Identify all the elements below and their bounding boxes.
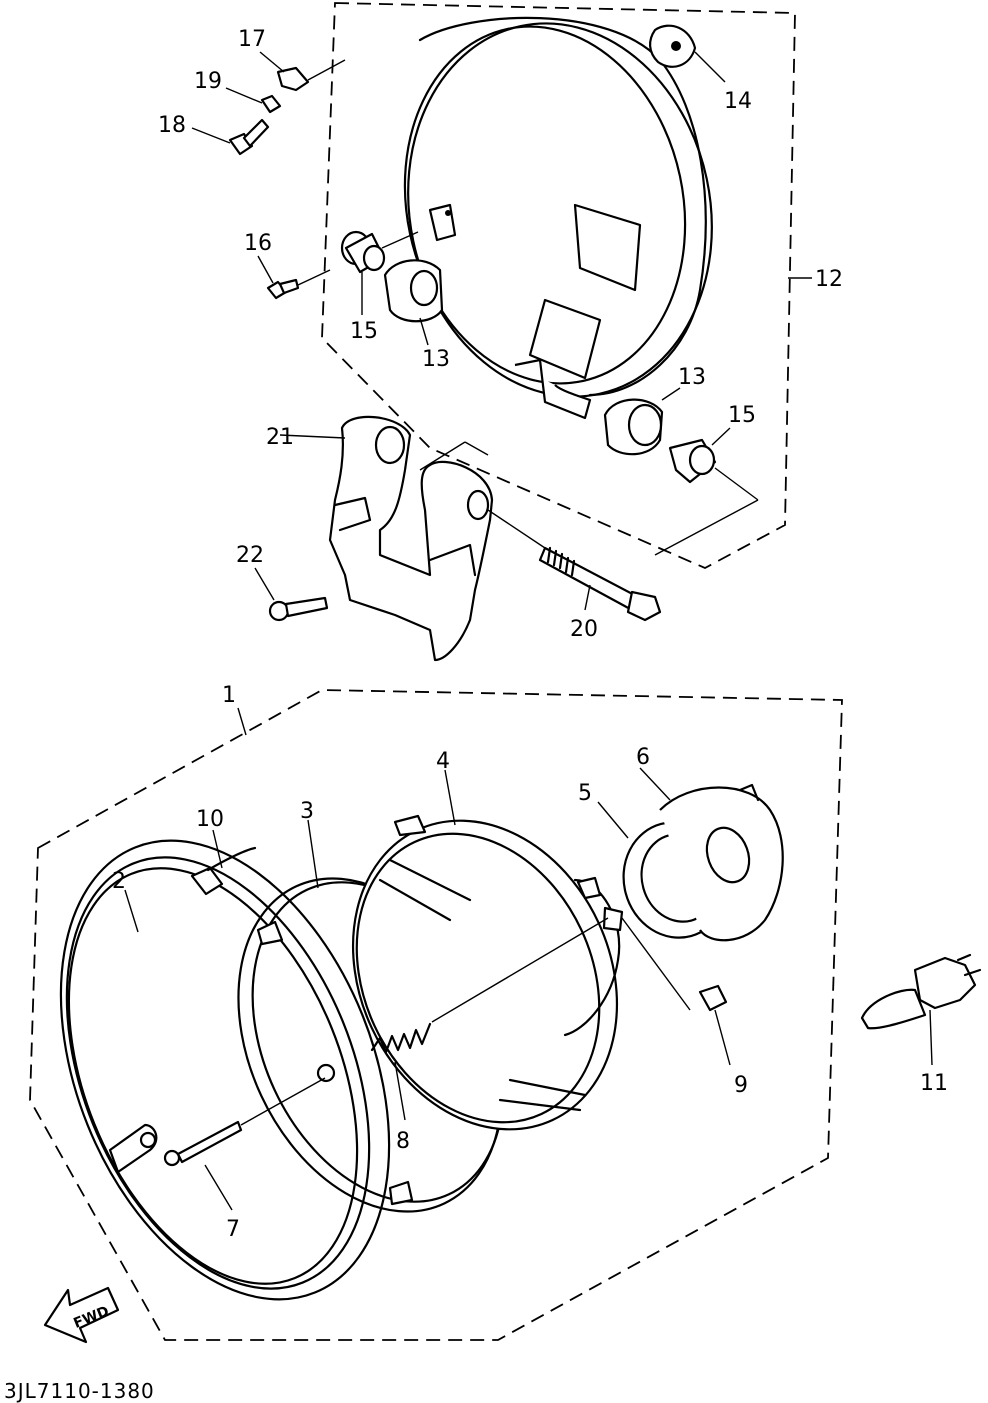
callout-3: 3 <box>300 799 314 824</box>
callout-17: 17 <box>238 27 266 52</box>
callout-4: 4 <box>436 749 450 774</box>
drawing-code: 3JL7110-1380 <box>4 1379 155 1403</box>
callout-15b: 15 <box>728 403 756 428</box>
fwd-arrow-icon: FWD <box>43 1286 120 1344</box>
collar-right-icon <box>654 427 759 556</box>
lower-assembly-group: FWD <box>29 689 982 1344</box>
grommet-icon <box>649 24 726 83</box>
lens-unit-icon <box>351 769 624 1131</box>
callout-8: 8 <box>396 1129 410 1154</box>
bulb-icon <box>860 953 982 1066</box>
callout-20: 20 <box>570 617 598 642</box>
assembly-12-boundary <box>321 2 796 569</box>
callout-11: 11 <box>920 1071 948 1096</box>
callout-19: 19 <box>194 69 222 94</box>
damper-right-icon <box>603 387 681 456</box>
callout-7: 7 <box>226 1217 240 1242</box>
callout-2: 2 <box>112 869 126 894</box>
callout-labels: 1 2 3 4 5 6 7 8 9 10 11 12 13 13 14 15 1… <box>112 27 948 1242</box>
damper-icon <box>383 259 444 346</box>
callout-15a: 15 <box>350 319 378 344</box>
clip-icon <box>225 87 282 114</box>
upper-assembly-group <box>191 2 796 662</box>
callout-9: 9 <box>734 1073 748 1098</box>
callout-16: 16 <box>244 231 272 256</box>
washer-icon <box>259 51 346 92</box>
callout-21: 21 <box>266 425 294 450</box>
socket-cover-icon <box>639 767 784 942</box>
callout-1: 1 <box>222 683 236 708</box>
socket-clip-icon <box>621 917 731 1066</box>
callout-12: 12 <box>815 267 843 292</box>
collar-icon <box>340 230 419 315</box>
bracket-bolt-icon <box>254 567 329 622</box>
spring-icon <box>370 917 609 1121</box>
callout-14: 14 <box>724 89 752 114</box>
adjusting-screw-icon <box>163 1077 326 1211</box>
long-bolt-icon <box>487 509 662 622</box>
callout-10: 10 <box>196 807 224 832</box>
screw-icon <box>257 255 331 300</box>
wire-clip-icon <box>190 829 257 896</box>
callout-5: 5 <box>578 781 592 806</box>
callout-13a: 13 <box>422 347 450 372</box>
bolt-icon <box>191 118 270 156</box>
callout-18: 18 <box>158 113 186 138</box>
callout-6: 6 <box>636 745 650 770</box>
callout-22: 22 <box>236 543 264 568</box>
callout-13b: 13 <box>678 365 706 390</box>
headlight-shell-icon <box>403 16 713 420</box>
bracket-icon <box>279 415 494 662</box>
headlight-rim-icon <box>59 839 391 1301</box>
